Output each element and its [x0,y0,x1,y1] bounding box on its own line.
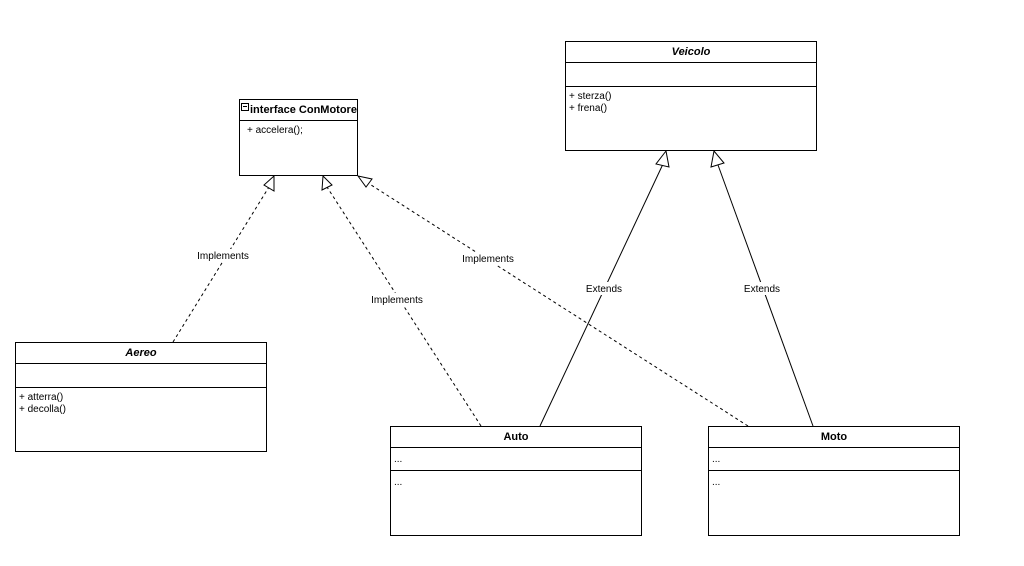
moto-extends-label: Extends [744,284,780,295]
moto-extends-edge[interactable]: Extends [710,149,814,427]
auto-implements-label: Implements [371,295,423,306]
method: + frena() [569,103,608,114]
class-aereo[interactable]: Aereo + atterra() + decolla() [15,342,267,452]
interface-conmotore-methods: + accelera(); [240,121,357,141]
aereo-implements-label: Implements [197,251,249,262]
method: ... [394,477,403,488]
interface-conmotore-name: interface ConMotore [250,104,357,116]
class-aereo-name: Aereo [16,343,266,364]
class-moto-methods: ... [709,470,959,493]
auto-extends-edge[interactable]: Extends [539,149,670,427]
class-moto-name: Moto [709,427,959,448]
collapse-icon[interactable] [241,103,249,111]
interface-conmotore[interactable]: interface ConMotore + accelera(); [239,99,358,176]
class-veicolo-attributes [566,63,816,86]
realization-arrowhead [356,175,373,188]
attribute: ... [712,454,721,465]
class-moto-attributes: ... [709,448,959,470]
realization-arrowhead [321,174,333,191]
auto-implements-edge[interactable]: Implements [321,174,482,427]
aereo-implements-edge[interactable]: Implements [172,174,275,343]
attribute: ... [394,454,403,465]
interface-conmotore-title: interface ConMotore [240,100,357,121]
method: + decolla() [19,404,66,415]
class-auto[interactable]: Auto ... ... [390,426,642,536]
class-veicolo-name: Veicolo [566,42,816,63]
class-auto-name: Auto [391,427,641,448]
class-veicolo-methods: + sterza() + frena() [566,86,816,119]
class-auto-attributes: ... [391,448,641,470]
realization-arrowhead [263,174,275,192]
generalization-arrowhead [655,149,670,168]
method: + accelera(); [247,125,303,136]
class-aereo-attributes [16,364,266,387]
moto-implements-edge[interactable]: Implements [356,175,749,427]
class-veicolo[interactable]: Veicolo + sterza() + frena() [565,41,817,151]
method: ... [712,477,721,488]
auto-extends-label: Extends [586,284,622,295]
class-auto-methods: ... [391,470,641,493]
class-moto[interactable]: Moto ... ... [708,426,960,536]
method: + atterra() [19,392,64,403]
generalization-arrowhead [710,149,725,168]
method: + sterza() [569,91,612,102]
moto-implements-label: Implements [462,254,514,265]
class-aereo-methods: + atterra() + decolla() [16,387,266,420]
